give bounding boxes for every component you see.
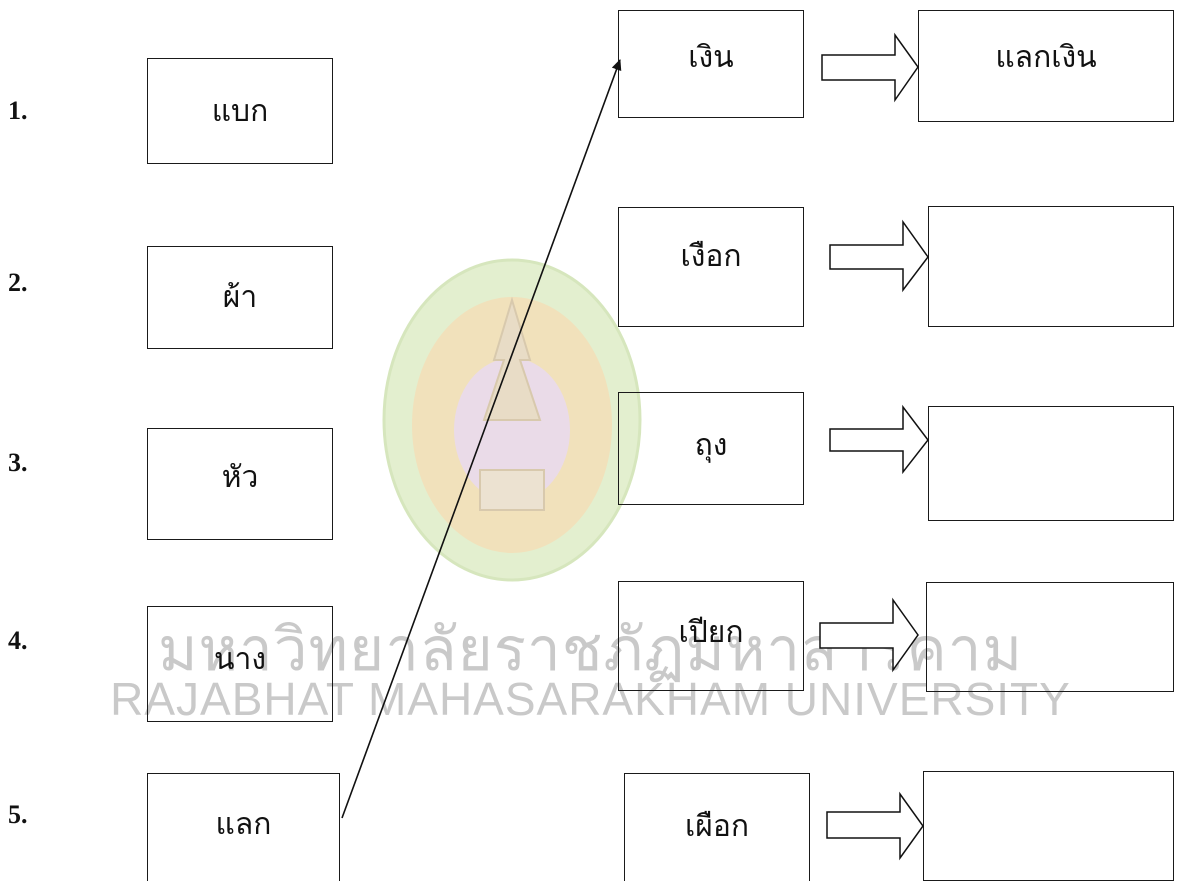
right-word-box-4: เปียก	[618, 581, 804, 691]
right-word-1: เงิน	[688, 40, 734, 75]
answer-box-3[interactable]	[928, 406, 1174, 521]
block-arrow-4	[819, 597, 919, 673]
block-arrow-3	[829, 404, 929, 475]
right-word-3: ถุง	[694, 428, 728, 463]
answer-text-1: แลกเงิน	[995, 40, 1097, 75]
item-number-1: 1.	[8, 96, 28, 125]
answer-box-4[interactable]	[926, 582, 1174, 692]
right-word-2: เงือก	[680, 239, 742, 274]
example-connecting-line	[341, 59, 622, 819]
left-word-2: ผ้า	[222, 280, 258, 315]
left-word-1: แบก	[211, 94, 269, 129]
block-arrow-1	[821, 32, 919, 103]
item-number-4: 4.	[8, 626, 28, 655]
left-word-box-4: นาง	[147, 606, 333, 722]
seal-pedestal	[479, 469, 545, 511]
item-number-5: 5.	[8, 800, 28, 829]
right-word-box-2: เงือก	[618, 207, 804, 327]
left-word-3: หัว	[221, 460, 259, 495]
right-word-box-5: เผือก	[624, 773, 810, 881]
left-word-box-5: แลก	[147, 773, 340, 881]
block-arrow-2	[829, 219, 929, 293]
block-arrow-5	[826, 791, 924, 861]
seal-inner	[454, 358, 570, 502]
seal-stupa	[482, 296, 542, 421]
left-word-4: นาง	[213, 642, 266, 677]
left-word-box-3: หัว	[147, 428, 333, 540]
right-word-box-3: ถุง	[618, 392, 804, 505]
answer-box-2[interactable]	[928, 206, 1174, 327]
left-word-box-2: ผ้า	[147, 246, 333, 349]
right-word-5: เผือก	[684, 809, 749, 844]
item-number-3: 3.	[8, 448, 28, 477]
left-word-box-1: แบก	[147, 58, 333, 164]
left-word-5: แลก	[215, 807, 272, 842]
item-number-2: 2.	[8, 268, 28, 297]
right-word-4: เปียก	[678, 615, 744, 650]
answer-box-1[interactable]: แลกเงิน	[918, 10, 1174, 122]
